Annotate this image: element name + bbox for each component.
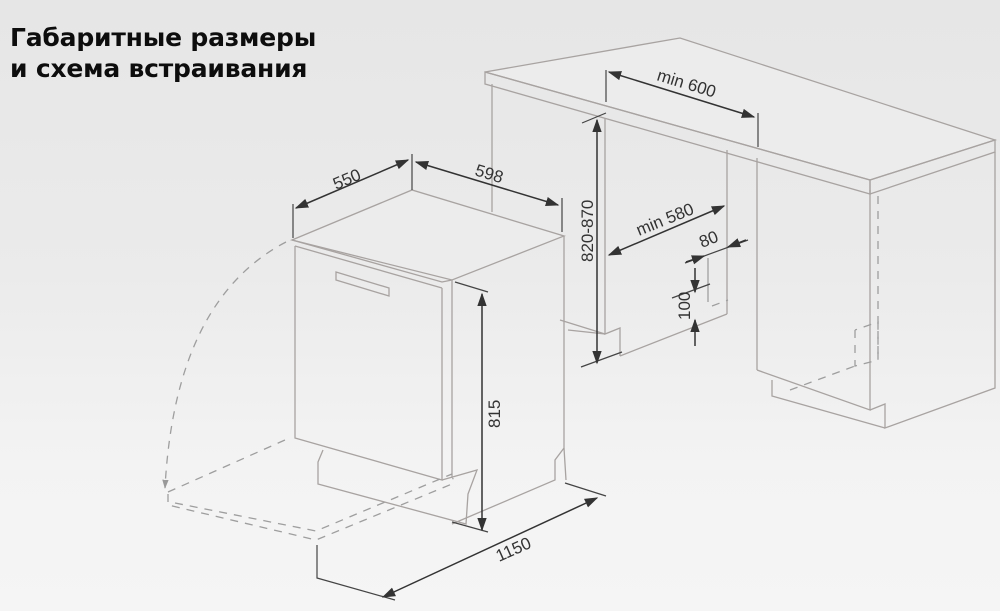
dishwasher: [162, 189, 567, 541]
dim-niche-height-label: 820-870: [578, 200, 597, 262]
page-title: Габаритные размеры и схема встраивания: [10, 22, 316, 84]
dim-plinth-height-label: 100: [675, 292, 694, 320]
dim-width-label: 598: [473, 161, 506, 187]
dim-plinth-depth-label: 80: [696, 227, 721, 252]
title-line-1: Габаритные размеры: [10, 23, 317, 52]
dim-door-open-label: 1150: [493, 533, 534, 565]
dim-niche-depth-label: min 580: [633, 199, 696, 239]
dimension-lines: [292, 70, 759, 601]
dim-height-label: 815: [485, 400, 504, 428]
kitchen-cabinet: [484, 37, 998, 429]
title-line-2: и схема встраивания: [10, 54, 308, 83]
dim-depth-label: 550: [330, 165, 364, 194]
